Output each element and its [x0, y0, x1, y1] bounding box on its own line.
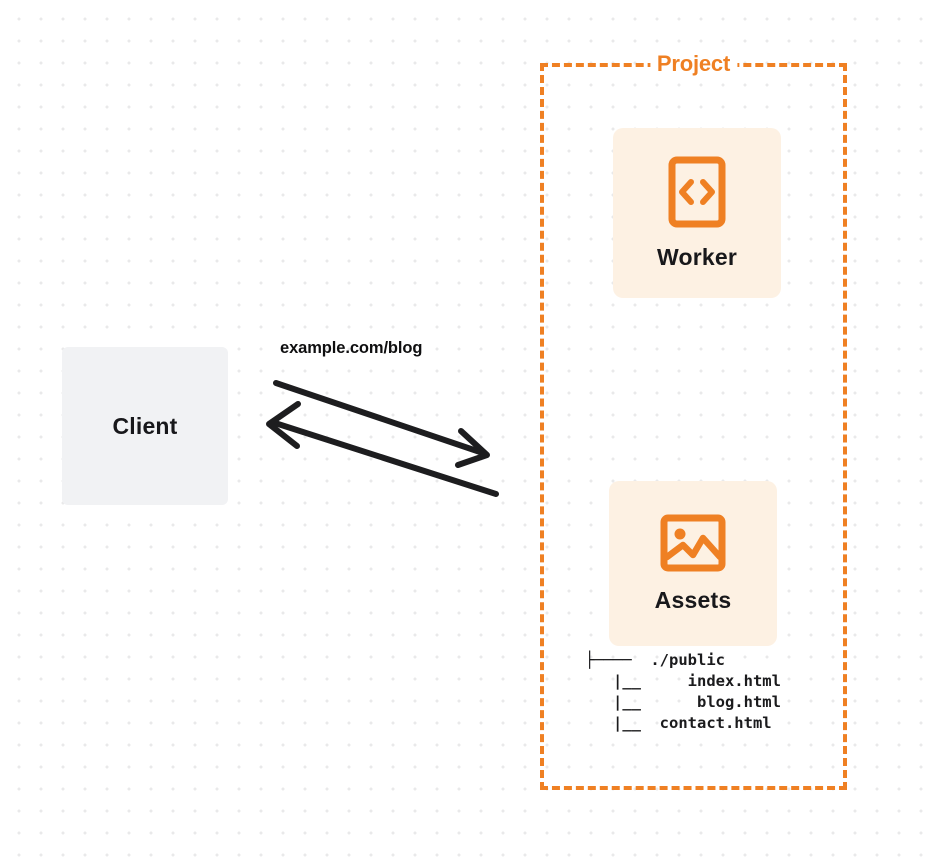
client-node[interactable]: Client: [62, 347, 228, 505]
assets-node-label: Assets: [654, 587, 732, 613]
file-tree-line: |__ index.html: [585, 672, 781, 690]
file-tree-line: |__ blog.html: [585, 693, 781, 711]
assets-file-tree: ├──── ./public |__ index.html |__ blog.h…: [585, 650, 781, 734]
project-container-title: Project: [649, 51, 738, 77]
request-arrow: [273, 380, 490, 468]
project-container: Project: [540, 51, 847, 790]
image-icon: [660, 513, 726, 573]
client-node-label: Client: [112, 412, 178, 439]
file-tree-line: |__ contact.html: [585, 714, 772, 732]
code-brackets-icon: [668, 156, 726, 228]
response-arrow: [266, 401, 499, 497]
file-tree-line: ├──── ./public: [585, 651, 725, 669]
worker-node-label: Worker: [656, 243, 738, 270]
edge-label-url: example.com/blog: [280, 339, 423, 357]
worker-node[interactable]: Worker: [613, 128, 781, 298]
assets-node[interactable]: Assets: [609, 481, 777, 646]
